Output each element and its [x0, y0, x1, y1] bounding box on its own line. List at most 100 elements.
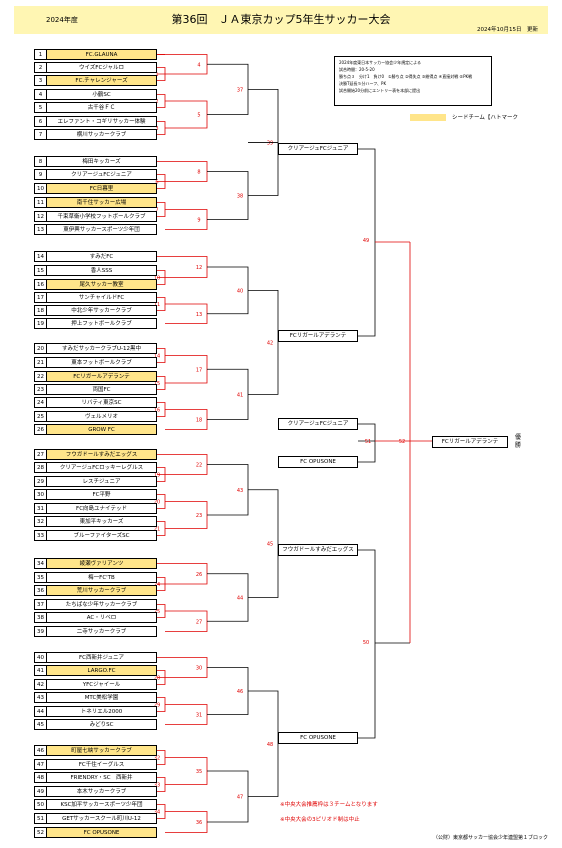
match-number: 11: [154, 302, 160, 308]
match-number: 9: [197, 218, 200, 224]
team-name: 二寺サッカークラブ: [47, 626, 157, 637]
team-name: すみだサッカークラブU-12黒中: [47, 343, 157, 354]
team-name: FC平野: [47, 489, 157, 500]
bracket-line: [358, 549, 376, 739]
match-number: 37: [237, 87, 243, 93]
match-number: 49: [363, 238, 369, 244]
match-number: 40: [237, 288, 243, 294]
match-number: 20: [154, 500, 160, 506]
team-name: トネリエル2000: [47, 706, 157, 717]
team-name: FCリガールアデランテ: [47, 371, 157, 382]
match-number: 7: [155, 208, 158, 214]
team-name: たちばな少年サッカークラブ: [47, 599, 157, 610]
team-number: 25: [34, 411, 47, 422]
team-number: 28: [34, 462, 47, 473]
team-number: 36: [34, 585, 47, 596]
team-name: すみだFC: [47, 251, 157, 262]
team-name: GETサッカースクール町川U-12: [47, 813, 157, 824]
match-number: 35: [196, 769, 202, 775]
team-number: 51: [34, 813, 47, 824]
match-number: 29: [154, 703, 160, 709]
match-number: 12: [196, 265, 202, 271]
team-name: FC向島ユナイテッド: [47, 503, 157, 514]
team-number: 14: [34, 251, 47, 262]
team-name: サンチャイルドFC: [47, 292, 157, 303]
match-number: 28: [154, 676, 160, 682]
page-title: 第36回 ＪＡ東京カップ5年生サッカー大会: [171, 13, 391, 26]
advancer-box-39: クリアージュFCジュニア: [278, 143, 358, 155]
match-number: 27: [196, 619, 202, 625]
match-number: 23: [196, 513, 202, 519]
team-number: 1: [34, 49, 47, 60]
team-number: 16: [34, 279, 47, 290]
match-number: 4: [197, 62, 200, 68]
rules-line: 試合開始20分前にエントリー表を本部に提出: [339, 88, 421, 93]
team-number: 20: [34, 343, 47, 354]
team-number: 22: [34, 371, 47, 382]
team-number: 33: [34, 530, 47, 541]
team-number: 47: [34, 759, 47, 770]
match-number: 38: [237, 194, 243, 200]
team-number: 31: [34, 503, 47, 514]
match-number: 52: [399, 439, 405, 445]
match-number: 39: [267, 140, 273, 146]
team-name: 荒川サッカークラブ: [47, 585, 157, 596]
match-number: 31: [196, 713, 202, 719]
team-name: LARGO.FC: [47, 665, 157, 676]
team-name: クリアージュFCジュニア: [47, 169, 157, 180]
match-number: 22: [196, 463, 202, 469]
header-banner: 2024年度 第36回 ＪＡ東京カップ5年生サッカー大会 2024年10月15日…: [14, 6, 548, 34]
team-name: GROW FC: [47, 424, 157, 435]
bracket-line: [165, 100, 208, 129]
team-name: ブルーファイターズSC: [47, 530, 157, 541]
note-recommendation: ※中央大会推薦枠は３チームとなります: [280, 802, 378, 808]
semifinal-box-49: クリアージュFCジュニア: [278, 418, 358, 430]
team-number: 50: [34, 799, 47, 810]
team-number: 23: [34, 384, 47, 395]
team-name: レスチジュニア: [47, 476, 157, 487]
match-number: 8: [197, 170, 200, 176]
team-name: FC.GLAUNA: [47, 49, 157, 60]
team-name: 梅田キッカーズ: [47, 156, 157, 167]
team-name: 町屋七峡サッカークラブ: [47, 745, 157, 756]
team-number: 8: [34, 156, 47, 167]
match-number: 13: [196, 312, 202, 318]
team-name: 香人SSS: [47, 265, 157, 276]
team-name: 東加平キッカーズ: [47, 516, 157, 527]
team-number: 10: [34, 183, 47, 194]
team-number: 2: [34, 62, 47, 73]
match-number: 1: [155, 72, 158, 78]
team-name: 綾瀬ヴァリアンツ: [47, 558, 157, 569]
team-name: KSC加平サッカースポーツ少年団: [47, 799, 157, 810]
match-number: 30: [196, 666, 202, 672]
match-number: 5: [197, 113, 200, 119]
team-name: 南千住サッカー広場: [47, 197, 157, 208]
advancer-box-42: FCリガールアデランテ: [278, 330, 358, 342]
team-number: 39: [34, 626, 47, 637]
match-number: 45: [267, 542, 273, 548]
team-number: 19: [34, 318, 47, 329]
team-number: 49: [34, 786, 47, 797]
team-number: 52: [34, 827, 47, 838]
bracket-line: [358, 423, 376, 442]
rules-line: 勝ち点３ 分け1 負け0 ①勝ち点 ②得失点 ③総得点 ④直接対戦 ⑤PK戦: [339, 74, 473, 79]
update-date: 2024年10月15日 更新: [477, 27, 538, 33]
match-number: 15: [154, 381, 160, 387]
team-name: 小鶴SC: [47, 89, 157, 100]
